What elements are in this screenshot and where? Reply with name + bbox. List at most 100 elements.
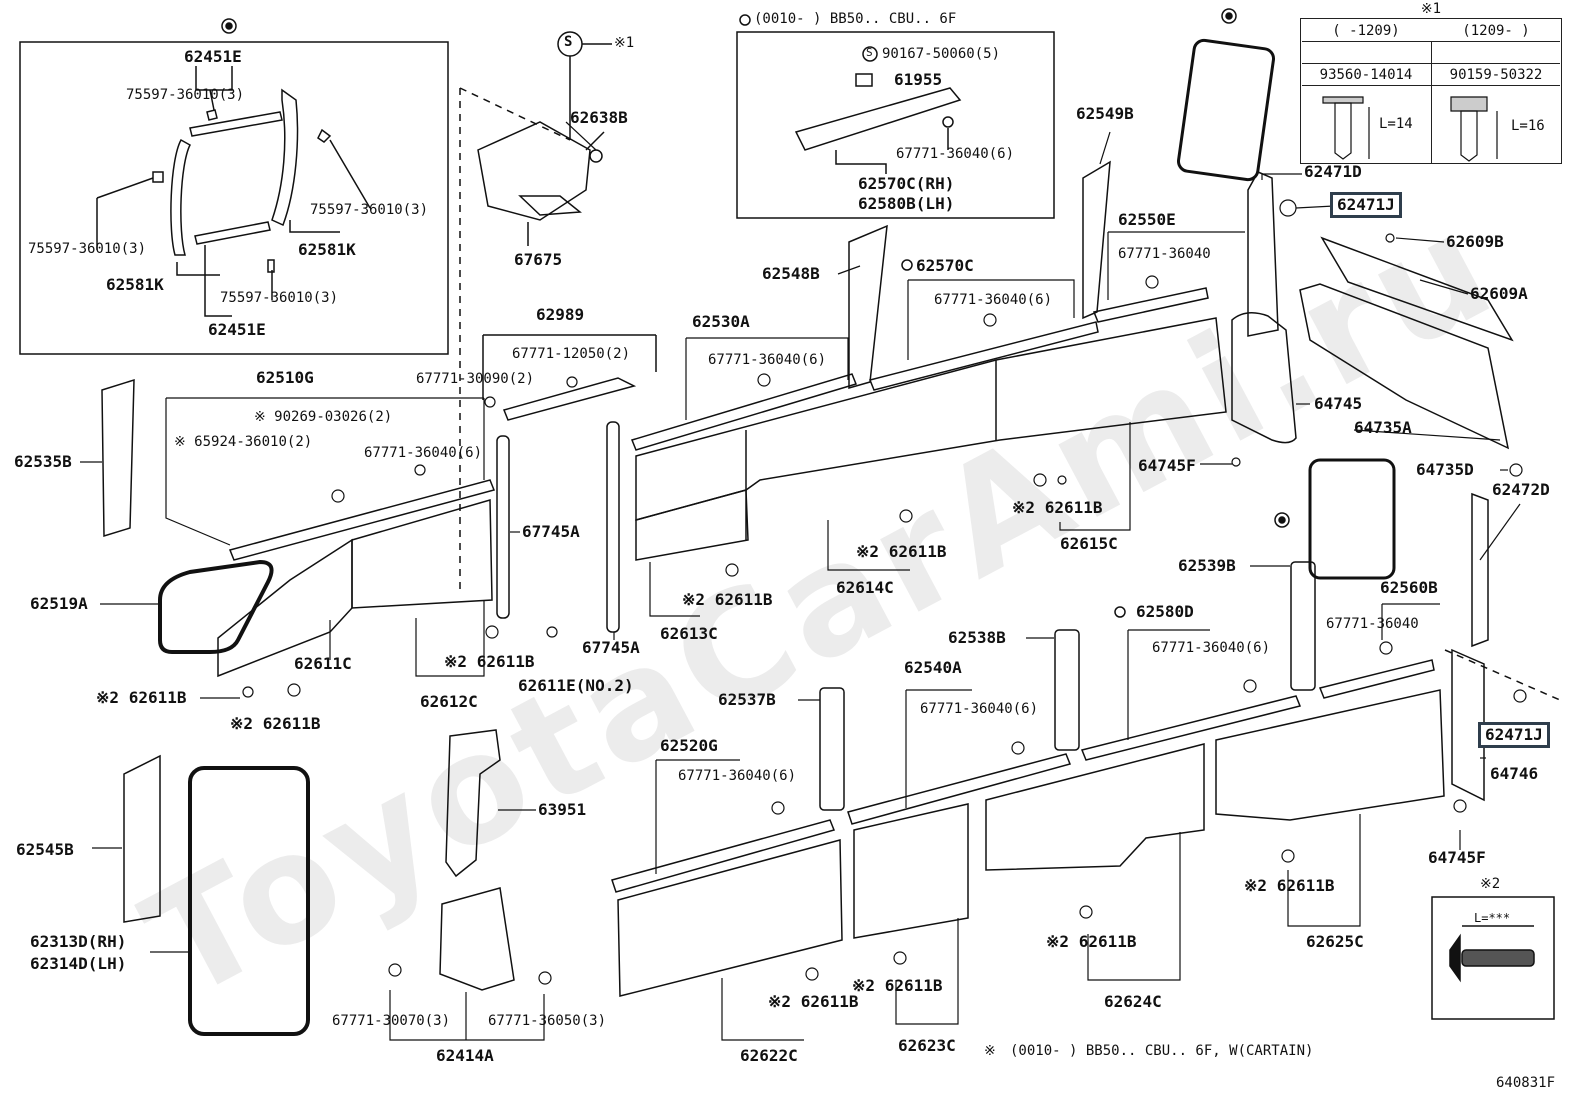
inset-box-cbu bbox=[736, 31, 1055, 219]
label-62638B: 62638B bbox=[570, 108, 628, 127]
label-62545B: 62545B bbox=[16, 840, 74, 859]
label-62611B-1: ※2 62611B bbox=[1012, 500, 1102, 516]
label-67771-36040-h: 67771-36040(6) bbox=[920, 701, 1039, 717]
label-62580D: 62580D bbox=[1136, 602, 1194, 621]
label-62520G: 62520G bbox=[660, 736, 718, 755]
x2-mark-3: ※2 bbox=[682, 590, 706, 609]
label-62611B-10: ※2 62611B bbox=[768, 994, 858, 1010]
clip-detail-len: L=*** bbox=[1474, 911, 1511, 925]
label-62609A: 62609A bbox=[1470, 284, 1528, 303]
x2-mark-9: ※2 bbox=[852, 976, 876, 995]
clip-detail-box bbox=[1431, 896, 1555, 1020]
x2-mark-2: ※2 bbox=[856, 542, 880, 561]
x2-mark-7: ※2 bbox=[1244, 876, 1268, 895]
part-62535B bbox=[101, 378, 135, 538]
label-62580B-LH: 62580B(LH) bbox=[858, 194, 955, 213]
label-67745A-b: 67745A bbox=[582, 638, 640, 657]
spec-col1-range: ( -1209) bbox=[1332, 23, 1400, 39]
spec-col1-part: 93560-14014 bbox=[1319, 67, 1413, 83]
label-62611B-5-text: 62611B bbox=[128, 688, 187, 707]
footer-note: (0010- ) BB50.. CBU.. 6F, W(CARTAIN) bbox=[1010, 1043, 1314, 1059]
label-62451E-bottom: 62451E bbox=[208, 320, 266, 339]
x2-mark-8: ※2 bbox=[1046, 932, 1070, 951]
label-62611B-2-text: 62611B bbox=[888, 542, 947, 561]
header-note: (0010- ) BB50.. CBU.. 6F bbox=[754, 11, 957, 27]
label-62451E-top: 62451E bbox=[184, 47, 242, 66]
x2-mark-5: ※2 bbox=[96, 688, 120, 707]
s-mark: S bbox=[564, 34, 573, 50]
spec-col1-len: L=14 bbox=[1379, 116, 1413, 132]
label-62611B-8: ※2 62611B bbox=[1046, 934, 1136, 950]
screw-icons bbox=[1322, 96, 1498, 162]
label-67771-36040-i: 67771-36040(6) bbox=[678, 768, 797, 784]
label-75597-36010-c: 75597-36010(3) bbox=[28, 241, 147, 257]
figure-code: 640831F bbox=[1496, 1075, 1556, 1091]
label-75597-36010-b: 75597-36010(3) bbox=[310, 202, 429, 218]
label-62471D: 62471D bbox=[1304, 162, 1362, 181]
label-62611C: 62611C bbox=[294, 654, 352, 673]
label-62611B-3-text: 62611B bbox=[714, 590, 773, 609]
label-61955: 61955 bbox=[894, 70, 943, 89]
label-62539B: 62539B bbox=[1178, 556, 1236, 575]
label-62540A: 62540A bbox=[904, 658, 962, 677]
label-75597-36010-d: 75597-36010(3) bbox=[220, 290, 339, 306]
label-64735A: 64735A bbox=[1354, 418, 1412, 437]
s-mark-small: S bbox=[866, 46, 873, 59]
part-67745A-left bbox=[606, 421, 620, 633]
label-62519A: 62519A bbox=[30, 594, 88, 613]
label-62609B: 62609B bbox=[1446, 232, 1504, 251]
label-67771-36040-c: 67771-36040 bbox=[1118, 246, 1211, 262]
label-67771-36040-b: 67771-36040(6) bbox=[934, 292, 1053, 308]
label-62537B: 62537B bbox=[718, 690, 776, 709]
label-62611B-6: ※2 62611B bbox=[230, 716, 320, 732]
label-75597-36010-a: 75597-36010(3) bbox=[126, 87, 245, 103]
label-67675: 67675 bbox=[514, 250, 563, 269]
label-62535B: 62535B bbox=[14, 452, 72, 471]
label-67771-36050: 67771-36050(3) bbox=[488, 1013, 607, 1029]
label-62622C: 62622C bbox=[740, 1046, 798, 1065]
label-62570C: 62570C bbox=[916, 256, 974, 275]
label-62472D: 62472D bbox=[1492, 480, 1550, 499]
inset-box-window-garnish bbox=[19, 41, 449, 355]
label-64745F-bottom: 64745F bbox=[1428, 848, 1486, 867]
label-62471J-bottom: 62471J bbox=[1478, 722, 1550, 748]
label-67771-36040-d: 67771-36040(6) bbox=[708, 352, 827, 368]
label-64745: 64745 bbox=[1314, 394, 1363, 413]
label-62581K-right: 62581K bbox=[298, 240, 356, 259]
label-67771-12050: 67771-12050(2) bbox=[512, 346, 631, 362]
label-62548B: 62548B bbox=[762, 264, 820, 283]
label-64735D: 64735D bbox=[1416, 460, 1474, 479]
label-62611B-9: ※2 62611B bbox=[852, 978, 942, 994]
label-62612C: 62612C bbox=[420, 692, 478, 711]
label-62471J-top: 62471J bbox=[1330, 192, 1402, 218]
label-62611B-4: ※2 62611B bbox=[444, 654, 534, 670]
label-62611B-2: ※2 62611B bbox=[856, 544, 946, 560]
label-62510G: 62510G bbox=[256, 368, 314, 387]
label-62624C: 62624C bbox=[1104, 992, 1162, 1011]
label-62560B: 62560B bbox=[1380, 578, 1438, 597]
label-62313D-RH: 62313D(RH) bbox=[30, 932, 127, 951]
label-62550E: 62550E bbox=[1118, 210, 1176, 229]
label-62530A: 62530A bbox=[692, 312, 750, 331]
spec-col2-len: L=16 bbox=[1511, 118, 1545, 134]
x1-mark: ※1 bbox=[614, 35, 635, 51]
label-62611B-1-text: 62611B bbox=[1044, 498, 1103, 517]
spec-table-title: ※1 bbox=[1420, 1, 1442, 17]
part-62548B bbox=[848, 224, 888, 389]
label-62538B: 62538B bbox=[948, 628, 1006, 647]
label-62414A: 62414A bbox=[436, 1046, 494, 1065]
part-62549B bbox=[1082, 160, 1111, 320]
label-62611B-5: ※2 62611B bbox=[96, 690, 186, 706]
label-67771-36040-e: 67771-36040(6) bbox=[364, 445, 483, 461]
label-62611B-3: ※2 62611B bbox=[682, 592, 772, 608]
x2-mark-4: ※2 bbox=[444, 652, 468, 671]
label-63951: 63951 bbox=[538, 800, 587, 819]
label-62613C: 62613C bbox=[660, 624, 718, 643]
x2-mark-10: ※2 bbox=[768, 992, 792, 1011]
label-62611E: 62611E(NO.2) bbox=[518, 676, 634, 695]
label-67771-30070: 67771-30070(3) bbox=[332, 1013, 451, 1029]
label-62611B-6-text: 62611B bbox=[262, 714, 321, 733]
